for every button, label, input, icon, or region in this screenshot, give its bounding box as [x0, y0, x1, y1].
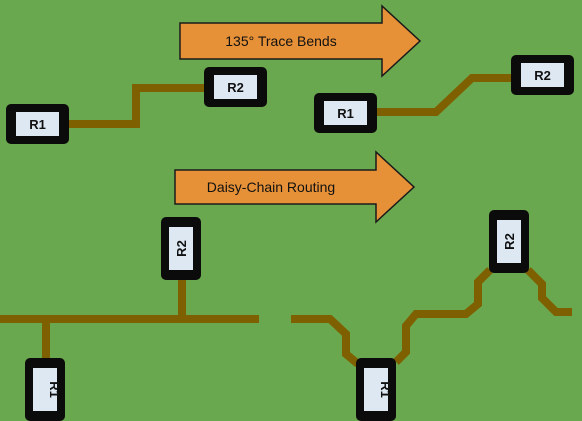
resistor-label: R2 — [174, 240, 189, 257]
resistor-pad — [497, 220, 521, 263]
resistor-pad — [214, 75, 257, 99]
trace-135-degree-bend — [376, 74, 514, 116]
resistor-label: R1 — [29, 117, 46, 132]
trace-chain-input — [291, 315, 361, 368]
resistor-r2-135-bend: R2 — [511, 55, 574, 95]
trace-90-degree-bend — [68, 84, 206, 128]
resistor-label: R2 — [502, 233, 517, 250]
arrow-label: Daisy-Chain Routing — [207, 179, 335, 195]
resistor-r2-chain: R2 — [489, 210, 529, 273]
resistor-label: R1 — [47, 381, 62, 398]
arrow-135-trace-bends: 135° Trace Bends — [179, 4, 422, 78]
resistor-label: R1 — [337, 106, 354, 121]
resistor-pad — [16, 112, 59, 136]
resistor-pad — [521, 63, 564, 87]
resistor-label: R2 — [227, 80, 244, 95]
resistor-r1-stub: R1 — [25, 358, 65, 421]
arrow-daisy-chain-routing: Daisy-Chain Routing — [174, 150, 416, 224]
resistor-pad — [33, 368, 57, 411]
resistor-pad — [169, 227, 193, 270]
resistor-r1-90-bend: R1 — [6, 104, 69, 144]
trace-chain-output — [525, 267, 572, 316]
resistor-pad — [364, 368, 388, 411]
resistor-r1-chain: R1 — [356, 358, 396, 421]
resistor-r2-stub: R2 — [161, 217, 201, 280]
resistor-r2-90-bend: R2 — [204, 67, 267, 107]
arrow-shape — [179, 4, 422, 78]
resistor-label: R1 — [378, 381, 393, 398]
arrow-label: 135° Trace Bends — [225, 33, 336, 49]
resistor-r1-135-bend: R1 — [314, 93, 377, 133]
trace-chain-r1-to-r2 — [393, 267, 493, 365]
resistor-label: R2 — [534, 68, 551, 83]
arrow-shape — [174, 150, 416, 224]
traces — [0, 74, 572, 368]
resistor-pad — [324, 101, 367, 125]
